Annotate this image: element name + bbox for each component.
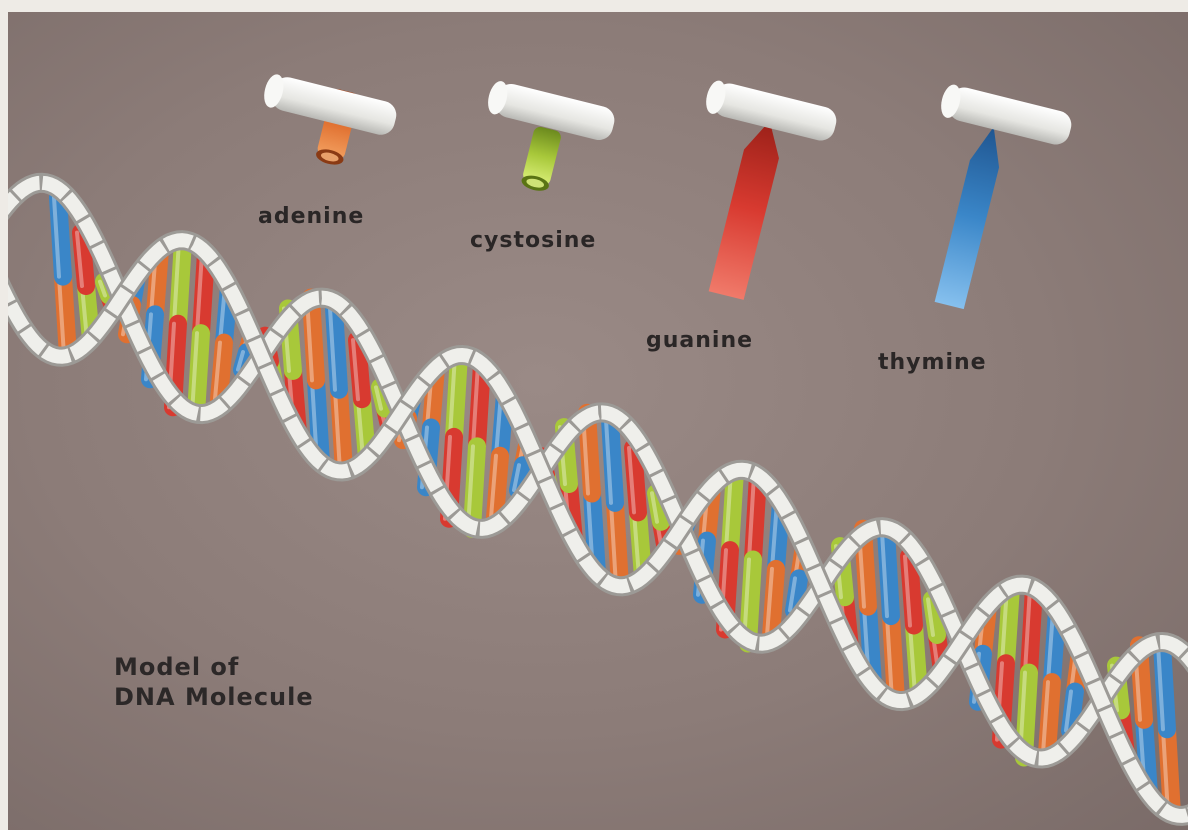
guanine-label: guanine — [646, 328, 753, 353]
base-pair — [1020, 588, 1034, 758]
base-pair — [54, 198, 68, 356]
thymine-piece — [935, 83, 1075, 310]
base-pair — [491, 394, 505, 518]
cystosine-label: cystosine — [470, 228, 596, 253]
base-pair — [468, 364, 482, 529]
dna-illustration: adenine cystosine guanine thymine Model … — [8, 12, 1188, 830]
base-pair — [1158, 644, 1172, 814]
adenine-piece — [261, 72, 399, 167]
base-pair — [882, 532, 896, 701]
caption-line-1: Model of — [114, 652, 239, 682]
base-pair — [1043, 611, 1057, 753]
base-pair — [767, 502, 781, 636]
caption-line-2: DNA Molecule — [114, 682, 314, 712]
base-pair — [744, 475, 758, 643]
thymine-label: thymine — [878, 350, 987, 375]
adenine-label: adenine — [258, 204, 364, 229]
base-pair — [330, 308, 344, 471]
base-pair — [192, 253, 206, 414]
base-pair — [606, 420, 620, 587]
base-pair — [353, 340, 367, 458]
base-pair — [905, 556, 919, 694]
base-pair — [629, 448, 643, 577]
guanine-piece — [703, 79, 839, 300]
cystosine-piece — [485, 79, 617, 193]
